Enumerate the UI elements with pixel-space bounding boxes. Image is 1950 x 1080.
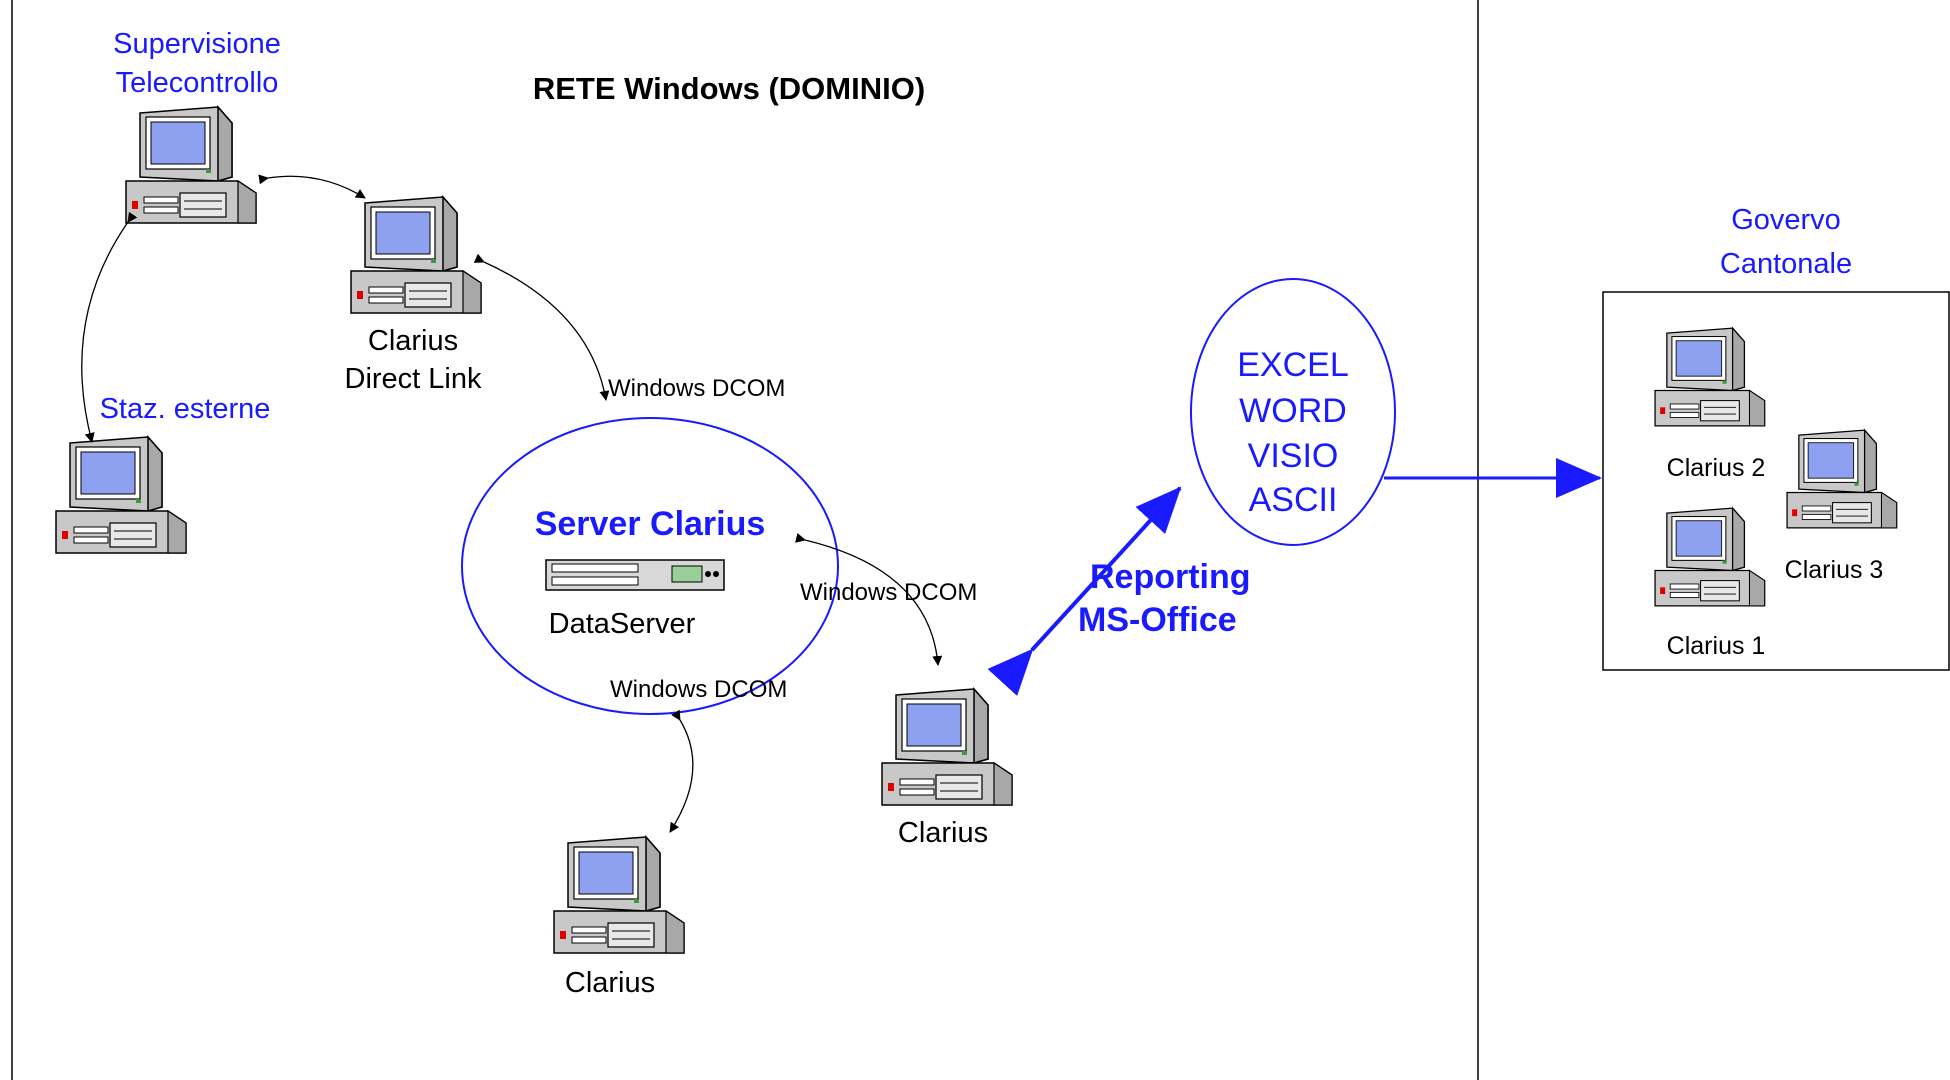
format-excel: EXCEL: [1237, 346, 1349, 384]
clarius-right-label: Clarius: [898, 817, 988, 849]
formats-ellipse: [1190, 278, 1396, 546]
governo-clarius-2-label: Clarius 2: [1667, 454, 1766, 482]
staz-esterne-label: Staz. esterne: [100, 393, 271, 425]
governo-label-2: Cantonale: [1720, 248, 1852, 280]
supervisione-computer-icon: [125, 106, 257, 224]
clarius-bottom-label: Clarius: [565, 967, 655, 999]
dcom-label-top: Windows DCOM: [608, 375, 785, 402]
link-supervisione-staz: [81, 211, 138, 443]
direct-link-computer-icon: [350, 196, 482, 314]
direct-link-label-2: Direct Link: [345, 363, 482, 395]
reporting-label-2: MS-Office: [1078, 601, 1237, 639]
diagram-title: RETE Windows (DOMINIO): [533, 71, 925, 106]
format-ascii: ASCII: [1249, 481, 1338, 519]
server-clarius-label: Server Clarius: [535, 505, 766, 543]
format-visio: VISIO: [1248, 437, 1339, 475]
direct-link-label-1: Clarius: [368, 325, 458, 357]
clarius-bottom-computer-icon: [553, 836, 685, 954]
dataserver-rack-icon: [545, 559, 725, 591]
dcom-label-mid: Windows DCOM: [800, 579, 977, 606]
staz-esterne-computer-icon: [55, 436, 187, 554]
supervisione-label-2: Telecontrollo: [116, 67, 279, 99]
link-server-clarius-bottom: [669, 709, 694, 833]
link-server-clarius-right: [795, 533, 943, 666]
governo-frame: [1602, 291, 1950, 671]
supervisione-label-1: Supervisione: [113, 28, 281, 60]
reporting-label-1: Reporting: [1090, 558, 1251, 596]
reporting-arrow: [987, 486, 1182, 696]
governo-label-1: Govervo: [1731, 204, 1841, 236]
network-frame: [11, 0, 1479, 1080]
dcom-label-bottom: Windows DCOM: [610, 676, 787, 703]
clarius-right-computer-icon: [881, 688, 1013, 806]
governo-clarius-1-label: Clarius 1: [1667, 632, 1766, 660]
governo-clarius-3-label: Clarius 3: [1785, 556, 1884, 584]
format-word: WORD: [1239, 392, 1347, 430]
dataserver-label: DataServer: [549, 608, 696, 640]
link-supervisione-directlink: [258, 174, 366, 199]
link-directlink-server: [473, 253, 610, 401]
